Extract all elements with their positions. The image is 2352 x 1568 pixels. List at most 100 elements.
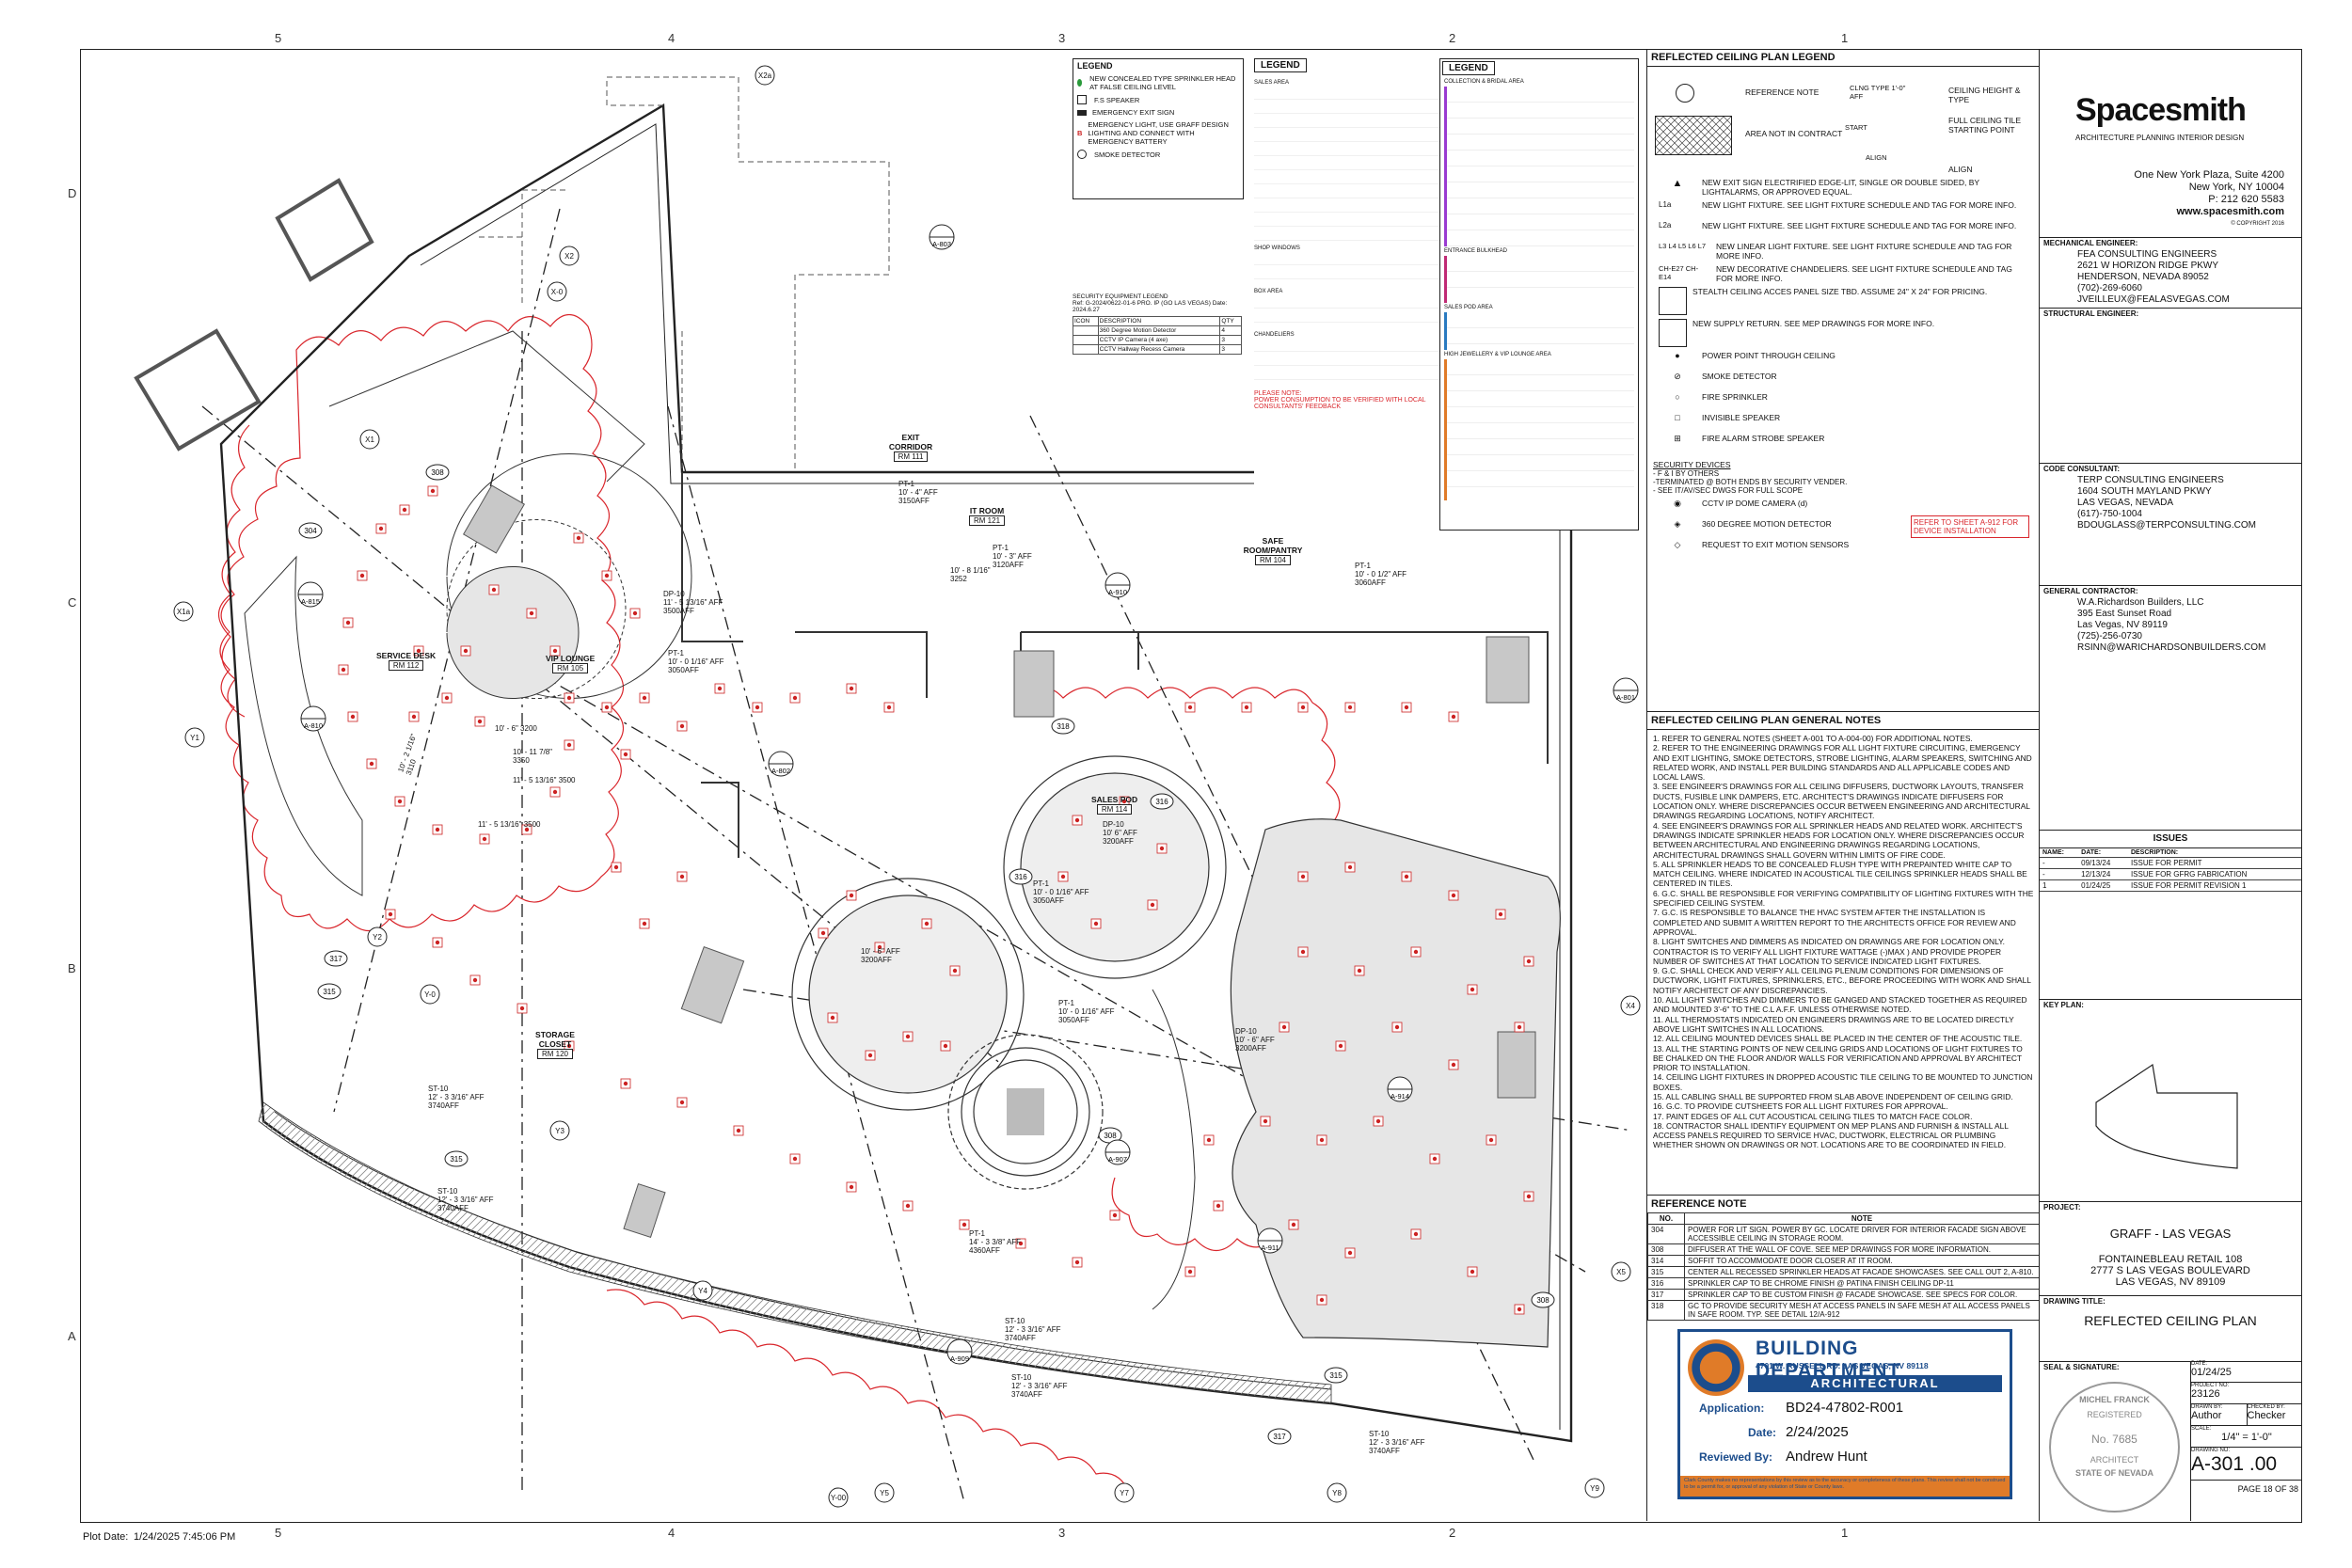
- ceiling-height-tag: 10' - 6" AFF 3200AFF: [861, 947, 900, 964]
- grid-bubble-y1: Y1: [190, 734, 199, 742]
- general-contractor-section: GENERAL CONTRACTOR: W.A.Richardson Build…: [2040, 585, 2301, 831]
- general-note-item: 18. CONTRACTOR SHALL IDENTIFY EQUIPMENT …: [1653, 1120, 2009, 1150]
- security-ref-note: REFER TO SHEET A-912 FOR DEVICE INSTALLA…: [1911, 515, 2029, 538]
- svg-text:315: 315: [450, 1155, 463, 1164]
- reflected-ceiling-plan-drawing: 308 304 315 317 315 318 316 316 308 308 …: [134, 65, 1641, 1508]
- drawing-title-section: DRAWING TITLE: REFLECTED CEILING PLAN: [2040, 1295, 2301, 1362]
- svg-text:315: 315: [1329, 1371, 1343, 1380]
- svg-text:304: 304: [304, 527, 317, 535]
- key-plan-section: KEY PLAN:: [2040, 999, 2301, 1202]
- rcp-legend-list: ▲NEW EXIT SIGN ELECTRIFIED EDGE-LIT, SIN…: [1647, 170, 2040, 564]
- sprinkler-icon: [1077, 79, 1083, 87]
- elev-tag-a810: A-810: [304, 721, 323, 730]
- grid-col-2-top: 2: [1449, 31, 1456, 45]
- elev-tag-a907: A-907: [1108, 1155, 1127, 1164]
- dimension-label: 11' - 5 13/16" 3500: [513, 776, 576, 784]
- rcp-legend-title: REFLECTED CEILING PLAN LEGEND: [1647, 49, 2040, 67]
- cctv-camera-icon: ◉: [1674, 499, 1681, 508]
- project-section: PROJECT: GRAFF - LAS VEGAS FONTAINEBLEAU…: [2040, 1201, 2301, 1296]
- fire-sprinkler-icon: ○: [1675, 392, 1680, 402]
- general-note-item: 2. REFER TO THE ENGINEERING DRAWINGS FOR…: [1653, 743, 2032, 783]
- code-consultant-section: CODE CONSULTANT: TERP CONSULTING ENGINEE…: [2040, 463, 2301, 586]
- firm-logo: Spacesmith: [2075, 92, 2247, 128]
- grid-col-1-bottom: 1: [1841, 1526, 1849, 1540]
- svg-text:308: 308: [1536, 1296, 1549, 1305]
- speaker-icon: [1077, 95, 1087, 104]
- notes-column: REFLECTED CEILING PLAN LEGEND REFERENCE …: [1646, 49, 2040, 1521]
- elev-tag-a815: A-815: [301, 597, 320, 606]
- grid-col-1-top: 1: [1841, 31, 1849, 45]
- grid-bubble-y4: Y4: [698, 1287, 707, 1295]
- grid-col-4-top: 4: [668, 31, 675, 45]
- grid-row-d: D: [68, 186, 77, 200]
- elev-tag-a802: A-802: [771, 767, 790, 775]
- general-notes: REFLECTED CEILING PLAN GENERAL NOTES 1. …: [1647, 711, 2040, 1154]
- grid-bubble-y2: Y2: [373, 933, 382, 942]
- exit-sign-icon: [1077, 109, 1087, 116]
- dimension-label: 10' - 8 1/16" 3252: [950, 566, 991, 583]
- rex-sensor-icon: ◇: [1674, 540, 1681, 549]
- general-note-item: 13. ALL THE STARTING POINTS OF NEW CEILI…: [1653, 1043, 2023, 1073]
- grid-bubble-x0: X-0: [551, 288, 564, 296]
- dimension-label: 11' - 5 13/16" 3500: [478, 820, 541, 829]
- grid-bubble-y9: Y9: [1590, 1484, 1599, 1493]
- general-note-item: 3. SEE ENGINEER'S DRAWINGS FOR ALL CEILI…: [1653, 782, 2030, 821]
- security-equipment-legend: SECURITY EQUIPMENT LEGEND Ref: G-2024/06…: [1073, 293, 1242, 397]
- grid-bubble-y0: Y-0: [424, 990, 436, 999]
- structural-engineer-section: STRUCTURAL ENGINEER:: [2040, 308, 2301, 464]
- reference-note-icon: [1676, 84, 1694, 103]
- general-note-item: 16. G.C. TO PROVIDE CUTSHEETS FOR ALL LI…: [1653, 1101, 1948, 1112]
- grid-bubble-y8: Y8: [1332, 1489, 1342, 1497]
- grid-col-5-bottom: 5: [275, 1526, 282, 1540]
- power-point-icon: ●: [1675, 351, 1680, 360]
- svg-text:317: 317: [1273, 1433, 1286, 1441]
- motion-detector-icon: ◈: [1674, 519, 1681, 529]
- smoke-detector-icon: [1077, 150, 1087, 159]
- architect-seal: MICHEL FRANCK REGISTERED No. 7685 ARCHIT…: [2049, 1382, 2180, 1513]
- grid-row-b: B: [68, 961, 76, 975]
- general-note-item: 12. ALL CEILING MOUNTED DEVICES SHALL BE…: [1653, 1034, 2023, 1044]
- general-note-item: 8. LIGHT SWITCHES AND DIMMERS AS INDICAT…: [1653, 937, 2005, 966]
- linear-light-icon: L3 L4 L5 L6 L7: [1659, 242, 1707, 250]
- general-note-item: 1. REFER TO GENERAL NOTES (SHEET A-001 T…: [1653, 734, 1973, 743]
- grid-col-5-top: 5: [275, 31, 282, 45]
- grid-bubble-x1a: X1a: [177, 608, 191, 616]
- smoke-detector-icon: ⊘: [1674, 372, 1681, 381]
- grid-bubble-x4: X4: [1626, 1002, 1635, 1010]
- grid-col-3-top: 3: [1058, 31, 1066, 45]
- grid-bubble-x2: X2: [564, 252, 574, 261]
- seal-section: SEAL & SIGNATURE: MICHEL FRANCK REGISTER…: [2040, 1361, 2302, 1521]
- dimension-label: 10' - 6" 3200: [495, 724, 537, 733]
- access-panel-icon: [1659, 287, 1687, 315]
- general-note-item: 7. G.C. IS RESPONSIBLE TO BALANCE THE HV…: [1653, 908, 2016, 937]
- title-block: Spacesmith ARCHITECTURE PLANNING INTERIO…: [2039, 49, 2302, 1521]
- hatch-icon: [1655, 116, 1732, 155]
- general-note-item: 5. ALL SPRINKLER HEADS TO BE CONCEALED F…: [1653, 859, 2027, 889]
- grid-bubble-y00: Y-00: [831, 1494, 847, 1502]
- general-note-item: 9. G.C. SHALL CHECK AND VERIFY ALL CEILI…: [1653, 966, 2031, 995]
